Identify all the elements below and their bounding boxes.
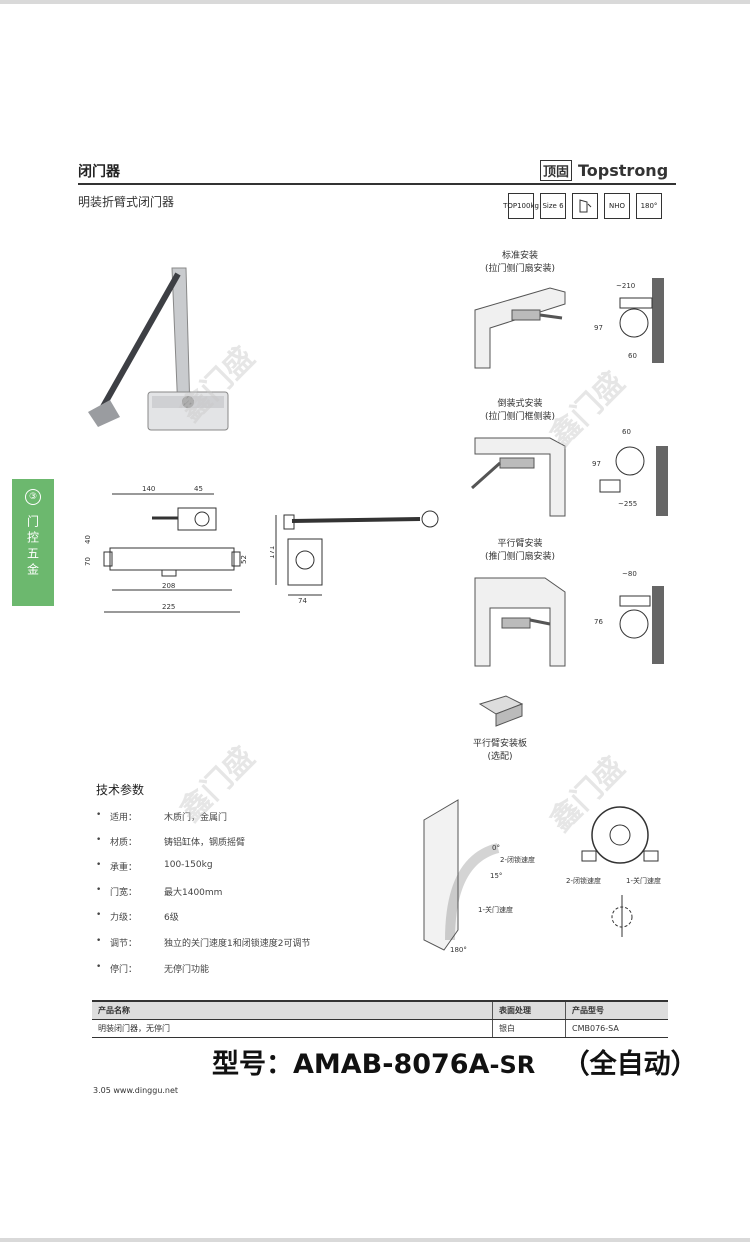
- install-standard-sub: (拉门侧门扇安装): [484, 264, 556, 274]
- model-line: 型号：AMAB-8076A-SR （全自动）: [212, 1042, 698, 1081]
- valve1-label: 1-关门速度: [626, 876, 661, 885]
- angle-180: 180°: [450, 946, 467, 954]
- dim-171: 171: [270, 546, 276, 559]
- install-inverted-drawing: [471, 437, 566, 517]
- bracket-label: 平行臂安装板 (选配): [460, 738, 540, 764]
- nho-badge: NHO: [604, 193, 630, 219]
- std-dim-210: ~210: [616, 282, 635, 290]
- angle-15: 15°: [490, 872, 502, 880]
- section-title: 闭门器: [78, 164, 120, 180]
- cell-finish: 银白: [492, 1019, 566, 1038]
- install-standard-drawing: [474, 287, 566, 369]
- size-badge: Size 6: [540, 193, 566, 219]
- speed1-label: 1-关门速度: [478, 905, 513, 914]
- product-photo: [88, 267, 229, 431]
- brand-cn: 顶固: [540, 160, 573, 181]
- par-dim-80: ~80: [622, 570, 637, 578]
- door-icon: [572, 193, 598, 219]
- table-header-row: 产品名称 表面处理 产品型号: [92, 1000, 668, 1020]
- dim-74: 74: [298, 597, 307, 605]
- angle-badge: 180°: [636, 193, 662, 219]
- header-rule: [78, 183, 676, 185]
- install-parallel-drawing: [474, 577, 566, 667]
- valve2-label: 2-闭锁速度: [566, 876, 601, 885]
- model-suffix: -SR: [489, 1051, 536, 1079]
- install-parallel-title: 平行臂安装: [497, 539, 543, 549]
- specs-title: 技术参数: [96, 783, 145, 797]
- product-table: 产品名称 表面处理 产品型号 明装闭门器，无停门 银白 CMB076-SA: [92, 1000, 668, 1038]
- weight-badge: TOP100kg: [503, 193, 539, 219]
- col-name: 产品名称: [92, 1000, 493, 1020]
- footer: 3.05 www.dinggu.net: [93, 1086, 179, 1095]
- spec-row: •停门：无停门功能: [96, 962, 210, 975]
- dim-140: 140: [142, 485, 155, 493]
- table-row: 明装闭门器，无停门 银白 CMB076-SA: [92, 1019, 668, 1038]
- side-tab[interactable]: ③ 门控五金: [12, 479, 54, 606]
- par-dim-76: 76: [594, 618, 603, 626]
- install-standard-title: 标准安装: [501, 251, 538, 261]
- bottom-border: [0, 1238, 750, 1242]
- dim-40: 40: [84, 535, 92, 544]
- install-parallel-sub: (推门侧门扇安装): [484, 552, 556, 562]
- install-parallel-detail: ~80 76: [594, 570, 664, 664]
- side-tab-label: 门控五金: [25, 515, 40, 579]
- side-arm-drawing: 171 74: [270, 510, 439, 605]
- spec-row: •力级：6级: [96, 910, 179, 923]
- door-swing-diagram: 0° 15° 180° 2-闭锁速度 1-关门速度: [423, 799, 535, 954]
- col-finish: 表面处理: [492, 1000, 566, 1020]
- bracket-drawing: [478, 695, 524, 727]
- feature-badges: TOP100kg Size 6 NHO 180°: [503, 193, 662, 219]
- inv-dim-60: 60: [622, 428, 631, 436]
- brand-logo: 顶固 Topstrong: [540, 160, 668, 181]
- bracket-sub: (选配): [487, 752, 513, 762]
- dim-225: 225: [162, 603, 175, 611]
- dim-45: 45: [194, 485, 203, 493]
- cell-name: 明装闭门器，无停门: [92, 1019, 493, 1038]
- install-inverted-title: 倒装式安装: [497, 399, 543, 409]
- spec-row: •材质：铸铝缸体，钢质摇臂: [96, 835, 246, 848]
- install-standard-detail: ~210 97 60: [594, 278, 664, 363]
- install-standard-label: 标准安装 (拉门侧门扇安装): [460, 250, 580, 276]
- spec-row: •门宽：最大1400mm: [96, 885, 223, 898]
- dim-70: 70: [84, 557, 92, 566]
- install-inverted-label: 倒装式安装 (拉门侧门框侧装): [460, 398, 580, 424]
- bracket-title: 平行臂安装板: [472, 739, 527, 749]
- model-note: （全自动）: [562, 1049, 698, 1080]
- std-dim-97: 97: [594, 324, 603, 332]
- angle-0: 0°: [492, 844, 500, 852]
- std-dim-60: 60: [628, 352, 637, 360]
- cell-model: CMB076-SA: [565, 1019, 668, 1038]
- valve-diagram: 2-闭锁速度 1-关门速度: [566, 806, 661, 937]
- install-parallel-label: 平行臂安装 (推门侧门扇安装): [460, 538, 580, 564]
- spec-row: •适用：木质门，金属门: [96, 810, 228, 823]
- dim-52: 52: [240, 555, 248, 564]
- install-inverted-detail: 60 97 ~255: [592, 428, 668, 516]
- speed2-label: 2-闭锁速度: [500, 855, 535, 864]
- spec-row: •承重：100-150kg: [96, 860, 213, 873]
- top-border: [0, 0, 750, 4]
- inv-dim-97: 97: [592, 460, 601, 468]
- front-dimension-drawing: 140 45 40 70 52 208 225: [84, 485, 248, 613]
- brand-en: Topstrong: [578, 161, 669, 180]
- product-subtitle: 明装折臂式闭门器: [78, 195, 175, 209]
- col-model: 产品型号: [565, 1000, 668, 1020]
- install-inverted-sub: (拉门侧门框侧装): [484, 412, 556, 422]
- dim-208: 208: [162, 582, 175, 590]
- side-tab-number: ③: [25, 489, 41, 505]
- inv-dim-255: ~255: [618, 500, 637, 508]
- spec-row: •调节：独立的关门速度1和闭锁速度2可调节: [96, 936, 311, 949]
- model-text: 型号：AMAB-8076A: [212, 1049, 490, 1080]
